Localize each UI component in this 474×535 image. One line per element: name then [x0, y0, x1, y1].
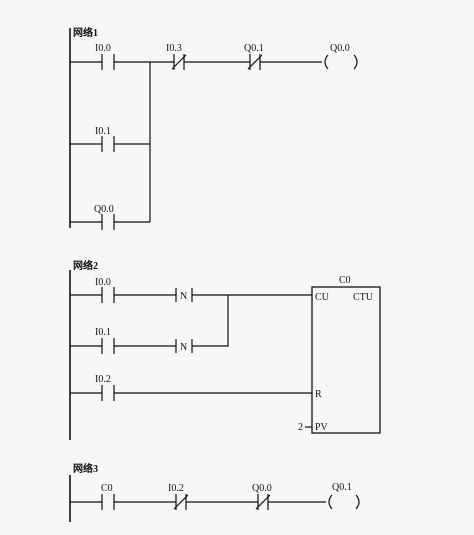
counter-pv-input: PV [315, 422, 329, 433]
contact-i0-1 [101, 136, 115, 152]
contact-label: I0.2 [168, 483, 184, 494]
contact-c0 [101, 494, 115, 510]
contact-label: I0.0 [95, 277, 111, 288]
contact-label: Q0.1 [244, 43, 264, 54]
contact-i0-2-nc [173, 494, 189, 510]
coil-q0-1 [328, 494, 360, 510]
contact-label: I0.1 [95, 327, 111, 338]
network1-rung: I0.0 I0.3 Q0.1 Q0.0 I0.1 [70, 43, 358, 230]
contact-q0-0-seal [101, 214, 115, 230]
contact-i0-1 [101, 338, 115, 354]
contact-i0-0 [101, 287, 115, 303]
counter-name: C0 [339, 275, 351, 286]
contact-label: Q0.0 [252, 483, 272, 494]
counter-block: C0 CU CTU R PV 2 [298, 275, 381, 434]
contact-label: I0.0 [95, 43, 111, 54]
network3-title: 网络3 [73, 462, 98, 475]
coil-label: Q0.1 [332, 482, 352, 493]
contact-q0-1-nc [247, 54, 263, 70]
network2-rung: I0.0 N I0.1 N I0.2 C0 CU C [70, 275, 381, 434]
coil-q0-0 [324, 54, 358, 70]
counter-type: CTU [353, 292, 374, 303]
contact-i0-2 [101, 385, 115, 401]
contact-label: I0.3 [166, 43, 182, 54]
contact-q0-0-nc [255, 494, 271, 510]
negative-edge-contact: N [175, 288, 193, 302]
network3-rung: C0 I0.2 Q0.0 Q0.1 [70, 482, 360, 510]
edge-label: N [180, 342, 187, 353]
counter-r-input: R [315, 389, 322, 400]
coil-label: Q0.0 [330, 43, 350, 54]
counter-pv-value: 2 [298, 422, 303, 433]
contact-i0-0 [101, 54, 115, 70]
contact-label: Q0.0 [94, 204, 114, 215]
edge-label: N [180, 291, 187, 302]
network2-title: 网络2 [73, 259, 98, 272]
contact-label: C0 [101, 483, 113, 494]
negative-edge-contact: N [175, 339, 193, 353]
contact-label: I0.2 [95, 374, 111, 385]
contact-label: I0.1 [95, 126, 111, 137]
counter-cu-input: CU [315, 292, 330, 303]
contact-i0-3-nc [171, 54, 187, 70]
network1-title: 网络1 [73, 26, 98, 39]
